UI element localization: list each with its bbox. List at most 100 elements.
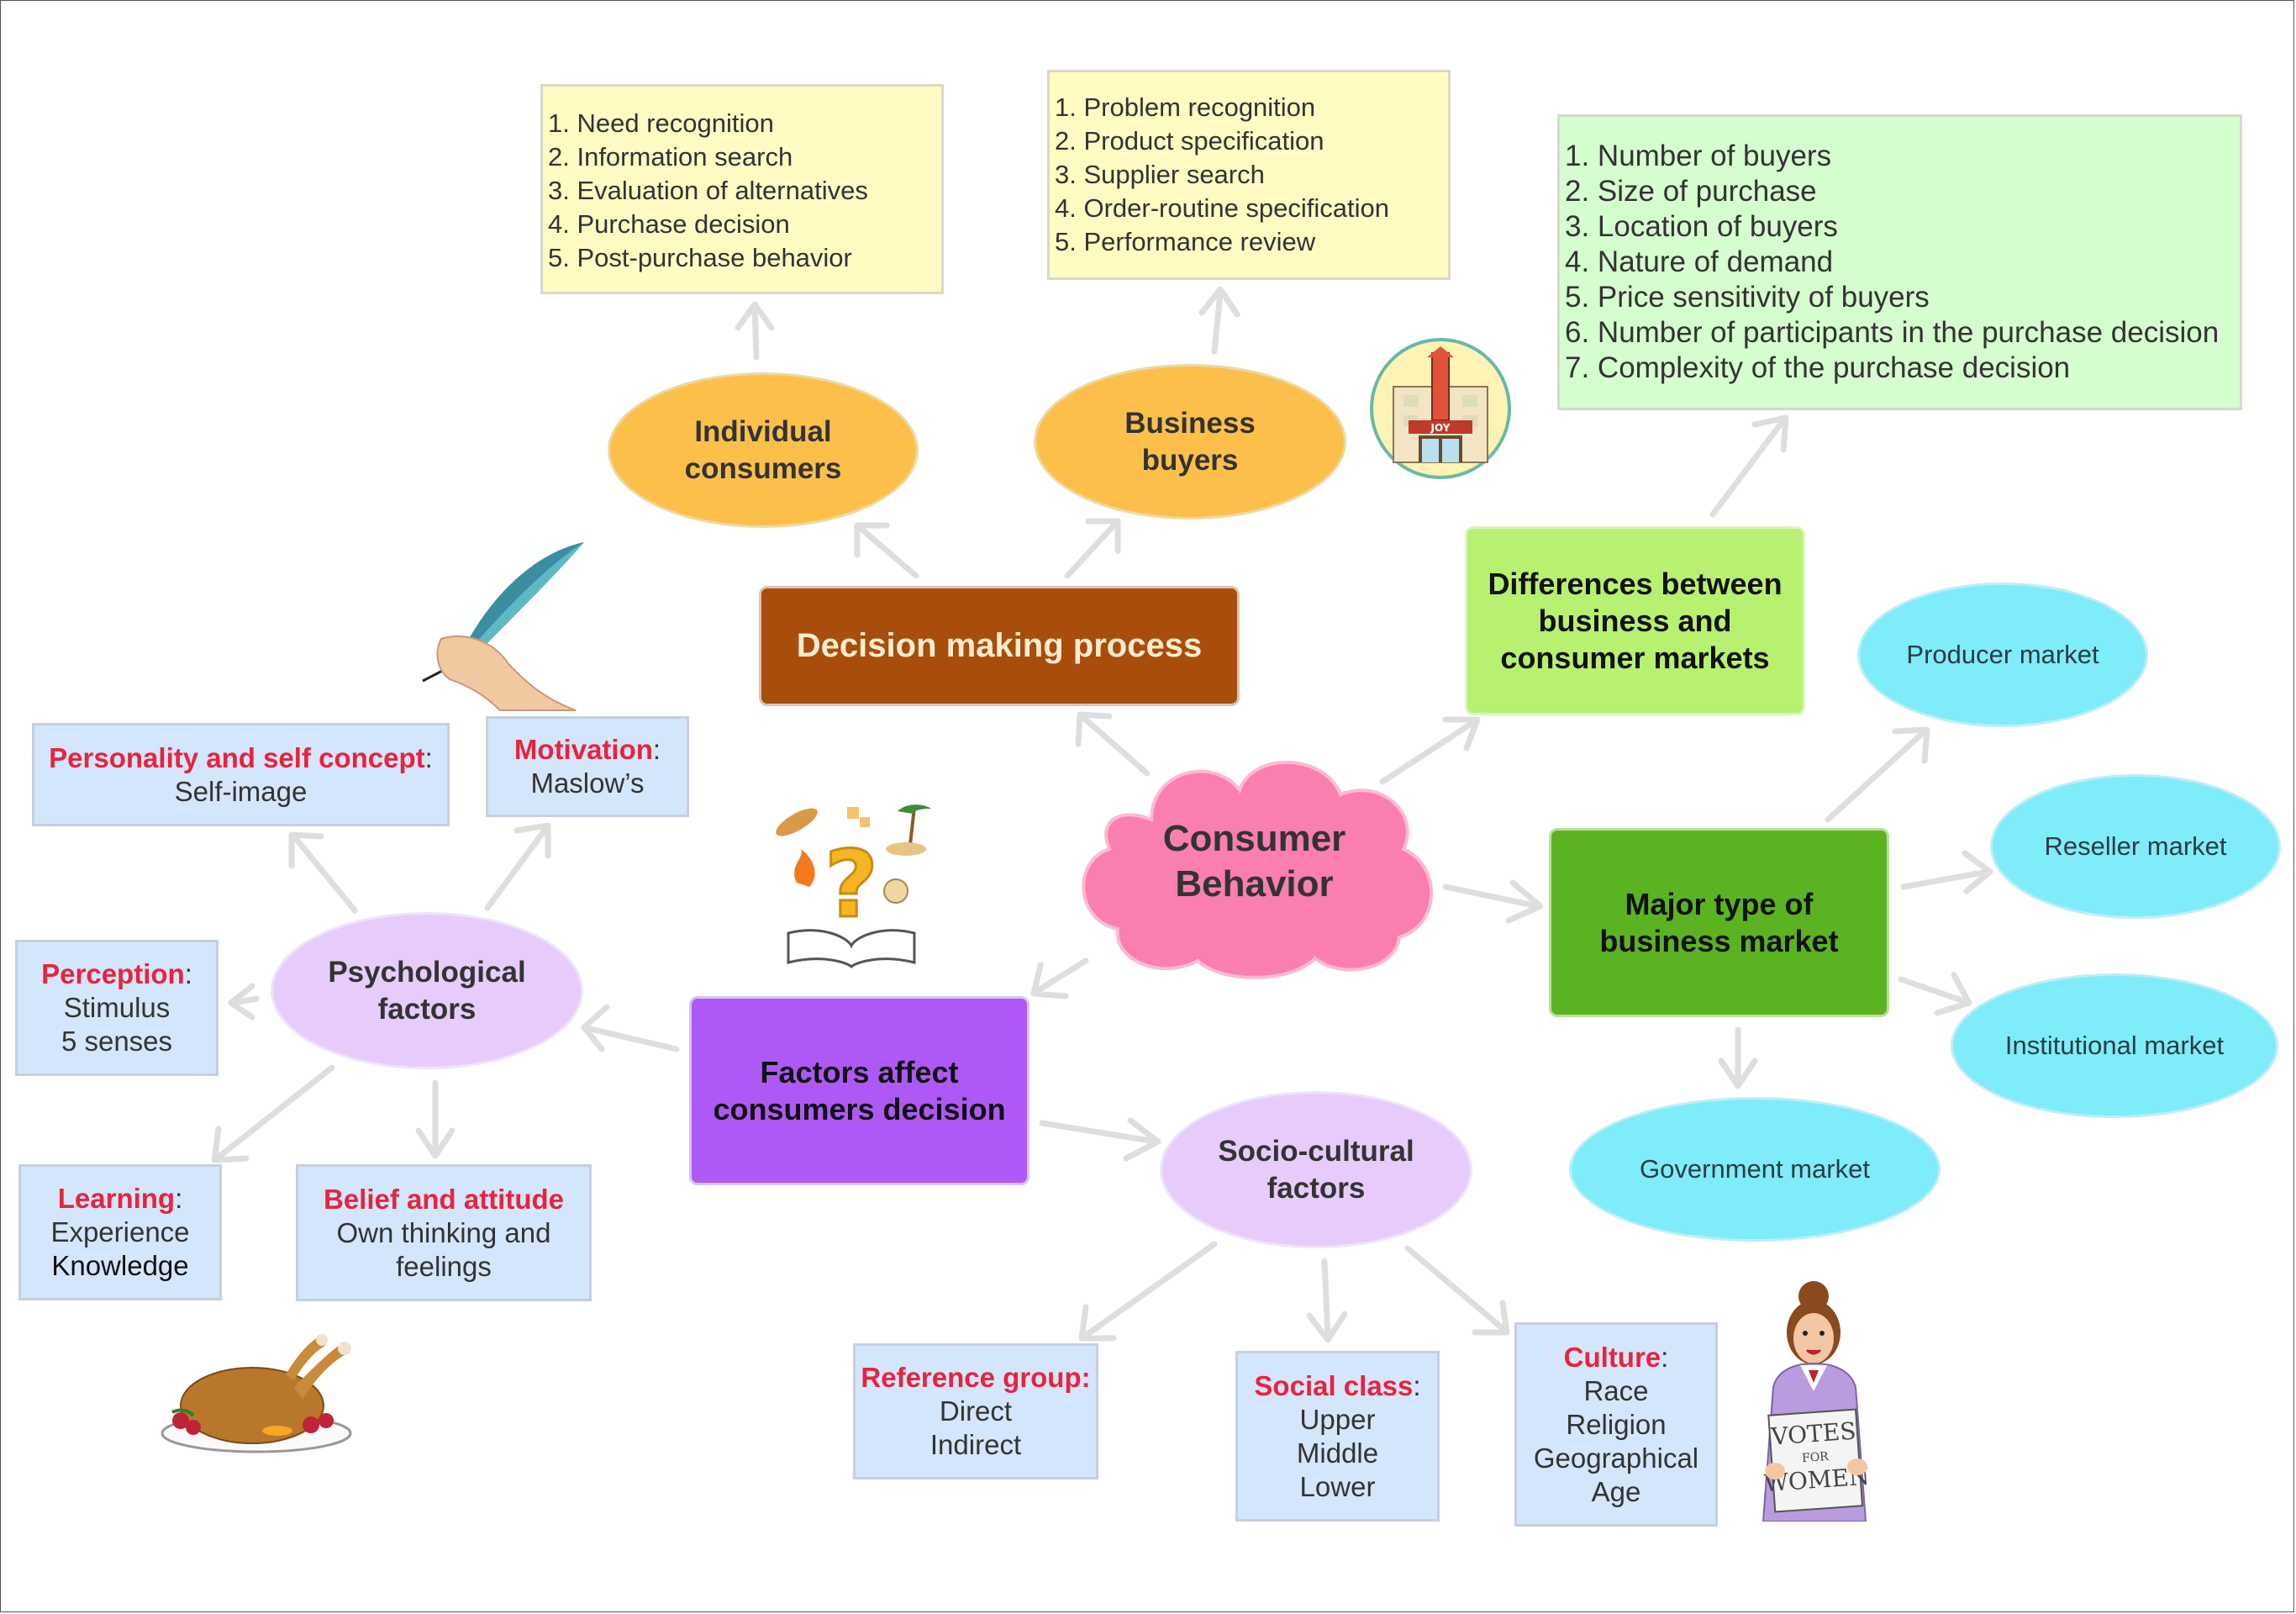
business-steps-note[interactable]: 1. Problem recognition 2. Product specif… [1047,70,1451,280]
social-class-value-1: Upper [1299,1403,1376,1435]
learning-colon: : [175,1183,183,1214]
reseller-market-node[interactable]: Reseller market [1990,774,2281,919]
psychological-factors-node[interactable]: Psychological factors [271,912,583,1069]
arrow-center-to-decision [1075,711,1151,777]
theater-sign-text: JOY [1430,422,1451,434]
central-title-line2: Behavior [1175,863,1334,905]
suffragette-icon: VOTES FOR WOMEN [1756,1278,1874,1522]
arrow-major-to-producer [1825,726,1930,823]
culture-key: Culture [1563,1341,1661,1373]
motivation-box[interactable]: Motivation: Maslow’s [486,716,689,817]
decision-making-label: Decision making process [796,627,1203,664]
arrow-business-to-steps [1198,286,1240,355]
culture-box[interactable]: Culture: Race Religion Geographical Age [1514,1322,1718,1527]
arrow-major-to-government [1718,1026,1758,1089]
motivation-value: Maslow’s [530,767,645,799]
individual-step-1: 1. Need recognition [548,108,774,138]
institutional-market-label: Institutional market [2004,1031,2225,1060]
social-class-value-3: Lower [1299,1470,1376,1502]
reference-group-box[interactable]: Reference group: Direct Indirect [853,1343,1098,1480]
arrow-individual-to-steps [735,301,775,361]
arrow-psych-to-personality [288,831,358,914]
culture-colon: : [1661,1341,1669,1373]
major-business-market-topic[interactable]: Major type of business market [1549,828,1889,1017]
differences-line1: Differences between [1488,566,1783,601]
social-class-box[interactable]: Social class: Upper Middle Lower [1235,1351,1440,1522]
socio-cultural-factors-node[interactable]: Socio-cultural factors [1160,1091,1472,1248]
difference-item-6: 6. Number of participants in the purchas… [1565,316,2220,349]
individual-step-4: 4. Purchase decision [548,209,790,239]
arrow-decision-to-business [1064,518,1121,579]
differences-list-note[interactable]: 1. Number of buyers 2. Size of purchase … [1557,114,2242,410]
individual-step-2: 2. Information search [548,142,793,171]
culture-key-row: Culture: [1564,1341,1669,1374]
individual-line2: consumers [684,451,842,485]
differences-line3: consumer markets [1500,640,1770,675]
quill-hand-icon [416,538,584,715]
roast-turkey-icon [160,1328,361,1454]
central-title-line1: Consumer [1162,818,1346,859]
perception-key: Perception [41,958,185,989]
social-class-colon: : [1413,1369,1421,1401]
reference-value-1: Direct [939,1395,1013,1427]
svg-text:?: ? [824,831,878,938]
culture-value-4: Age [1591,1475,1641,1507]
business-line1: Business [1124,406,1256,440]
arrow-differences-to-list [1709,414,1789,518]
social-class-key-row: Social class: [1254,1369,1420,1403]
individual-step-5: 5. Post-purchase behavior [548,243,852,272]
motivation-key-row: Motivation: [514,733,661,767]
belief-value-1: Own thinking and [336,1216,551,1248]
individual-line1: Individual [694,414,832,448]
social-class-key: Social class [1254,1369,1414,1401]
government-market-node[interactable]: Government market [1569,1097,1941,1242]
perception-value-2: 5 senses [61,1026,173,1057]
decision-making-topic[interactable]: Decision making process [759,586,1240,706]
individual-consumers-node[interactable]: Individual consumers [608,372,919,528]
institutional-market-node[interactable]: Institutional market [1951,973,2278,1118]
socio-line1: Socio-cultural [1218,1134,1414,1168]
arrow-major-to-reseller [1900,850,1993,894]
individual-steps-note[interactable]: 1. Need recognition 2. Information searc… [540,84,944,294]
perception-colon: : [184,958,192,989]
individual-step-3: 3. Evaluation of alternatives [548,176,868,205]
motivation-colon: : [652,734,661,765]
personality-box[interactable]: Personality and self concept: Self-image [32,723,450,826]
difference-item-5: 5. Price sensitivity of buyers [1565,281,1930,314]
differences-topic[interactable]: Differences between business and consume… [1465,526,1805,715]
factors-topic[interactable]: Factors affect consumers decision [689,996,1030,1185]
central-topic-cloud[interactable]: Consumer Behavior [1072,744,1437,979]
learning-value-2: Knowledge [51,1250,189,1281]
factors-line2: consumers decision [713,1091,1006,1126]
learning-key-row: Learning: [58,1182,183,1216]
factors-line1: Factors affect [760,1054,959,1089]
culture-value-3: Geographical [1533,1442,1699,1474]
perception-box[interactable]: Perception: Stimulus 5 senses [15,940,219,1076]
theater-building-icon: JOY [1368,336,1513,481]
poster-text-line1: VOTES [1769,1417,1856,1451]
business-buyers-node[interactable]: Business buyers [1034,364,1346,520]
psychological-line1: Psychological [328,955,526,989]
question-book-icon: ? [771,799,931,971]
learning-box[interactable]: Learning: Experience Knowledge [18,1164,222,1300]
belief-attitude-box[interactable]: Belief and attitude Own thinking and fee… [296,1164,592,1301]
business-step-5: 5. Performance review [1055,227,1316,256]
difference-item-4: 4. Nature of demand [1565,245,1834,278]
personality-value: Self-image [174,775,308,807]
reference-value-2: Indirect [929,1429,1022,1460]
producer-market-node[interactable]: Producer market [1857,583,2148,727]
social-class-value-2: Middle [1296,1437,1379,1469]
culture-value-2: Religion [1566,1408,1667,1440]
arrow-major-to-institutional [1898,972,1972,1016]
personality-key: Personality and self concept [49,741,425,773]
reseller-market-label: Reseller market [2044,831,2227,861]
reference-key: Reference group: [861,1362,1091,1393]
socio-line2: factors [1266,1171,1366,1205]
personality-colon: : [424,741,433,773]
perception-value-1: Stimulus [63,992,171,1023]
motivation-key: Motivation [513,734,653,765]
culture-value-1: Race [1583,1374,1649,1406]
arrow-center-to-major [1442,879,1544,924]
